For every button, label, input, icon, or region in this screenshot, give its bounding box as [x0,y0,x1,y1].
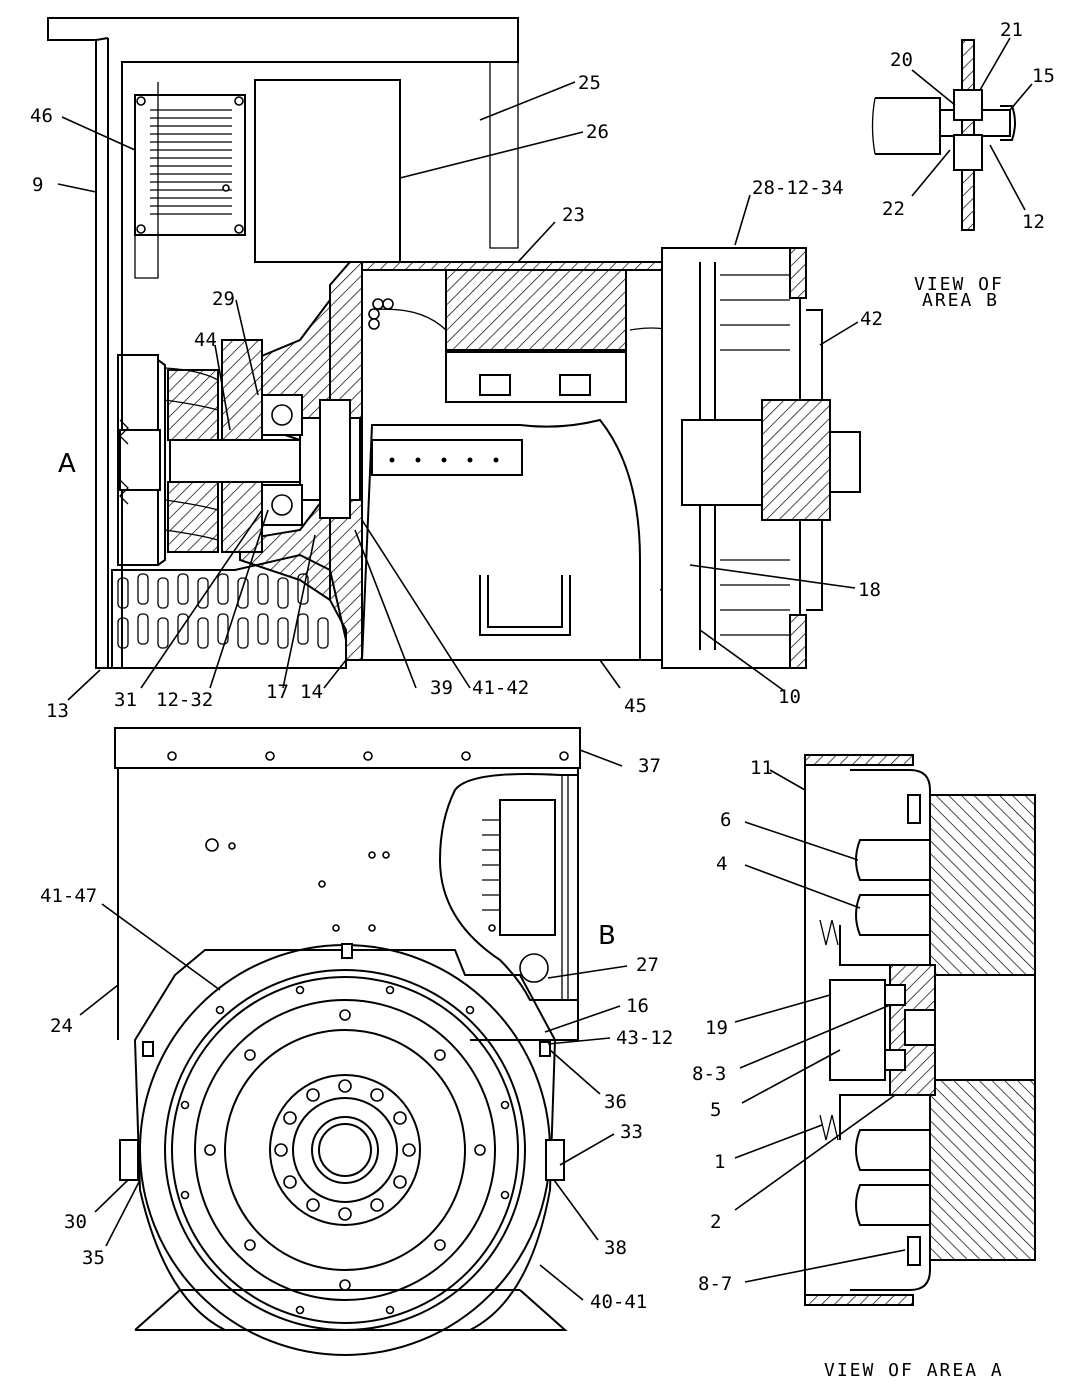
callout-39: 39 [430,677,453,699]
callout-13: 13 [46,700,69,722]
callout-30: 30 [64,1211,87,1233]
callout-4: 4 [716,853,727,875]
area-marker-b: B [598,921,616,951]
callout-labels-area-b: 21 20 15 22 12 [882,19,1055,233]
area-marker-a: A [58,449,76,479]
front-view [114,727,581,1356]
callout-26: 26 [586,121,609,143]
callout-12-32: 12-32 [156,689,213,711]
callout-labels-front: 37 41-47 24 27 16 43-12 36 33 38 40-41 3… [40,755,673,1313]
callout-27: 27 [636,954,659,976]
callout-18: 18 [858,579,881,601]
callout-24: 24 [50,1015,73,1037]
heatsink-46 [134,94,246,236]
callout-21: 21 [1000,19,1023,41]
caption-view-b-line1: VIEW OF [914,274,1004,295]
callout-10: 10 [778,686,801,708]
callout-41-47: 41-47 [40,885,97,907]
leaders-area-b [911,37,1033,211]
callout-labels-area-a: 11 6 4 19 8-3 5 1 2 8-7 [692,757,773,1295]
callout-23: 23 [562,204,585,226]
callout-labels-top: 9 13 31 12-32 17 14 39 41-42 45 10 18 42… [30,72,883,722]
callout-31: 31 [114,689,137,711]
callout-14: 14 [300,681,323,703]
callout-2: 2 [710,1211,721,1233]
view-area-a [804,754,1036,1306]
leaders-area-a [734,769,906,1283]
callout-20: 20 [890,49,913,71]
view-area-b [871,39,1016,231]
perforated-screen [111,553,347,669]
callout-29: 29 [212,288,235,310]
callout-41-42: 41-42 [472,677,529,699]
callout-1: 1 [714,1151,725,1173]
callout-42: 42 [860,308,883,330]
callout-35: 35 [82,1247,105,1269]
callout-5: 5 [710,1099,721,1121]
callout-37: 37 [638,755,661,777]
callout-28-12-34: 28-12-34 [752,177,844,199]
callout-8-3: 8-3 [692,1063,726,1085]
callout-25: 25 [578,72,601,94]
side-section-view [47,17,861,669]
callout-40-41: 40-41 [590,1291,647,1313]
caption-view-a: VIEW OF AREA A [824,1360,1004,1381]
callout-45: 45 [624,695,647,717]
callout-17: 17 [266,681,289,703]
callout-38: 38 [604,1237,627,1259]
callout-8-7: 8-7 [698,1273,732,1295]
leaders-top [57,81,859,701]
callout-16: 16 [626,995,649,1017]
callout-44: 44 [194,329,217,351]
callout-33: 33 [620,1121,643,1143]
callout-9: 9 [32,174,43,196]
callout-6: 6 [720,809,731,831]
callout-12: 12 [1022,211,1045,233]
callout-11: 11 [750,757,773,779]
callout-36: 36 [604,1091,627,1113]
callout-43-12: 43-12 [616,1027,673,1049]
callout-19: 19 [705,1017,728,1039]
callout-15: 15 [1032,65,1055,87]
callout-22: 22 [882,198,905,220]
leaders-front [79,749,628,1301]
callout-46: 46 [30,105,53,127]
caption-view-b-line2: AREA B [922,290,999,311]
